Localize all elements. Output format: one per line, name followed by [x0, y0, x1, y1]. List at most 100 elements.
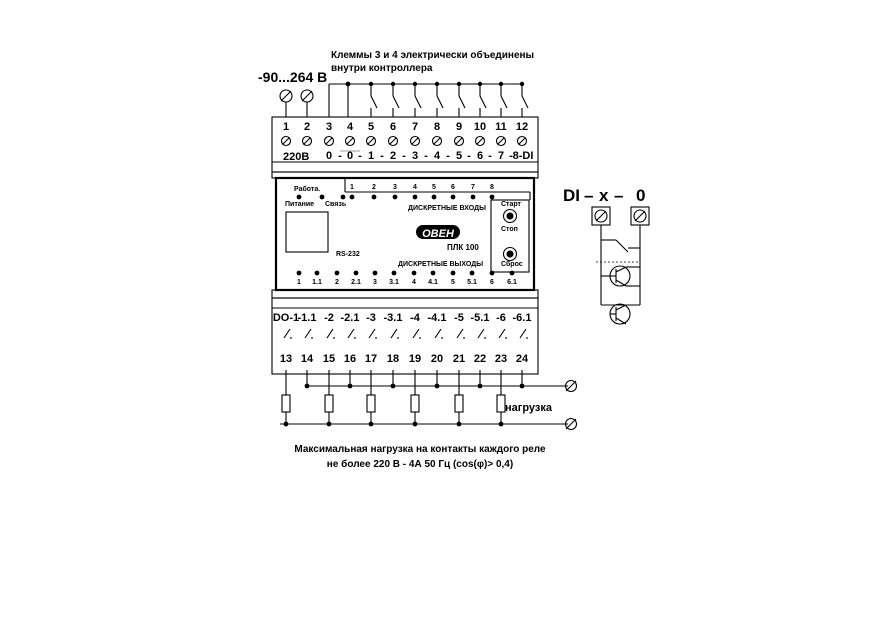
discrete-outputs-label: ДИСКРЕТНЫЕ ВЫХОДЫ — [398, 261, 483, 268]
start-label: Старт — [501, 201, 522, 208]
input-signal-label: 7 — [498, 150, 504, 162]
junction — [347, 383, 353, 389]
top-terminal-number: 5 — [368, 121, 374, 133]
input-signal-label: - — [402, 150, 406, 162]
input-signal-label: 0 — [326, 150, 332, 162]
rs232-label: RS-232 — [336, 251, 360, 258]
bottom-terminal-number: 14 — [301, 353, 314, 365]
relay-contact — [304, 328, 313, 339]
relay-contact — [519, 328, 528, 339]
top-terminal-number: 10 — [474, 121, 486, 133]
output-signal-label: -2.1 — [341, 312, 360, 324]
input-switch — [456, 81, 466, 117]
link-led-label: Связь — [325, 201, 347, 208]
top-terminal-number: 6 — [390, 121, 396, 133]
load-resistor — [324, 394, 334, 413]
panel-output-number: 6.1 — [507, 279, 517, 286]
relay-contact — [456, 328, 465, 339]
relay-contact — [477, 328, 486, 339]
output-signal-label: -2 — [324, 312, 334, 324]
terminal-screw — [323, 135, 335, 147]
input-wiring — [328, 81, 529, 117]
load-resistor — [366, 394, 376, 413]
relay-contact — [347, 328, 356, 339]
output-led — [353, 270, 359, 276]
bottom-terminal-block — [271, 297, 539, 375]
load-label: нагрузка — [505, 402, 553, 414]
input-switch — [368, 81, 378, 117]
input-signal-label: 8-DI — [513, 150, 534, 162]
output-signal-label: -6.1 — [513, 312, 532, 324]
top-terminal-number: 3 — [326, 121, 332, 133]
panel-output-number: 2.1 — [351, 279, 361, 286]
power-led-label: Питание — [285, 201, 314, 208]
input-led — [392, 194, 398, 200]
panel-input-number: 8 — [490, 184, 494, 191]
output-led — [509, 270, 515, 276]
panel-output-number: 6 — [490, 279, 494, 286]
inset-zero-label: 0 — [636, 186, 645, 205]
load-resistor — [410, 394, 420, 413]
top-terminal-number: 1 — [283, 121, 289, 133]
bottom-terminal-number: 13 — [280, 353, 292, 365]
load-resistor — [281, 394, 291, 413]
output-signal-label: -3 — [366, 312, 376, 324]
svg-text:ОВЕН: ОВЕН — [422, 228, 455, 240]
panel-input-number: 1 — [350, 184, 354, 191]
relay-contact — [498, 328, 507, 339]
panel-output-number: 5 — [451, 279, 455, 286]
merged-terminals-note-line2: внутри контроллера — [331, 63, 433, 74]
stop-label: Стоп — [501, 226, 518, 233]
load-terminal-lower — [564, 417, 578, 431]
panel-output-number: 1 — [297, 279, 301, 286]
bottom-terminal-number: 24 — [516, 353, 529, 365]
bottom-terminal-number: 21 — [453, 353, 465, 365]
reset-button — [502, 246, 518, 262]
panel-output-number: 5.1 — [467, 279, 477, 286]
output-led — [489, 270, 495, 276]
input-signal-label: 4 — [434, 150, 441, 162]
top-terminal-number: 4 — [347, 121, 354, 133]
output-led — [372, 270, 378, 276]
input-signal-label: - — [488, 150, 492, 162]
output-signal-label: DO-1 — [273, 312, 299, 324]
terminal-screw — [280, 135, 292, 147]
output-led — [334, 270, 340, 276]
terminal-screw — [409, 135, 421, 147]
input-switch — [519, 81, 529, 117]
input-signal-label: 2 — [390, 150, 396, 162]
load-branch — [324, 370, 334, 427]
output-led — [450, 270, 456, 276]
junction — [304, 383, 310, 389]
panel-input-number: 4 — [413, 184, 417, 191]
panel-output-number: 2 — [335, 279, 339, 286]
input-signal-label: - — [424, 150, 428, 162]
terminal-screw — [387, 135, 399, 147]
panel-input-number: 2 — [372, 184, 376, 191]
bottom-terminal-number: 16 — [344, 353, 356, 365]
bottom-terminal-number: 19 — [409, 353, 421, 365]
relay-contact — [390, 328, 399, 339]
input-switch — [412, 81, 422, 117]
input-led — [412, 194, 418, 200]
input-signal-label: 3 — [412, 150, 418, 162]
terminal-screw — [474, 135, 486, 147]
input-led — [470, 194, 476, 200]
output-signal-label: -4 — [410, 312, 421, 324]
panel-output-number: 4.1 — [428, 279, 438, 286]
junction — [477, 383, 483, 389]
terminal-screw — [495, 135, 507, 147]
di-inset: DI – x – 0 — [563, 186, 650, 325]
input-led — [489, 194, 495, 200]
output-signal-label: -1.1 — [298, 312, 317, 324]
input-switch — [434, 81, 444, 117]
supply-symbol-1 — [279, 89, 293, 117]
output-led — [391, 270, 397, 276]
output-wiring — [280, 370, 578, 431]
input-signal-label: 1 — [368, 150, 374, 162]
input-switch — [477, 81, 487, 117]
input-signal-label: 5 — [456, 150, 462, 162]
junction — [434, 383, 440, 389]
bottom-terminal-number: 20 — [431, 353, 443, 365]
